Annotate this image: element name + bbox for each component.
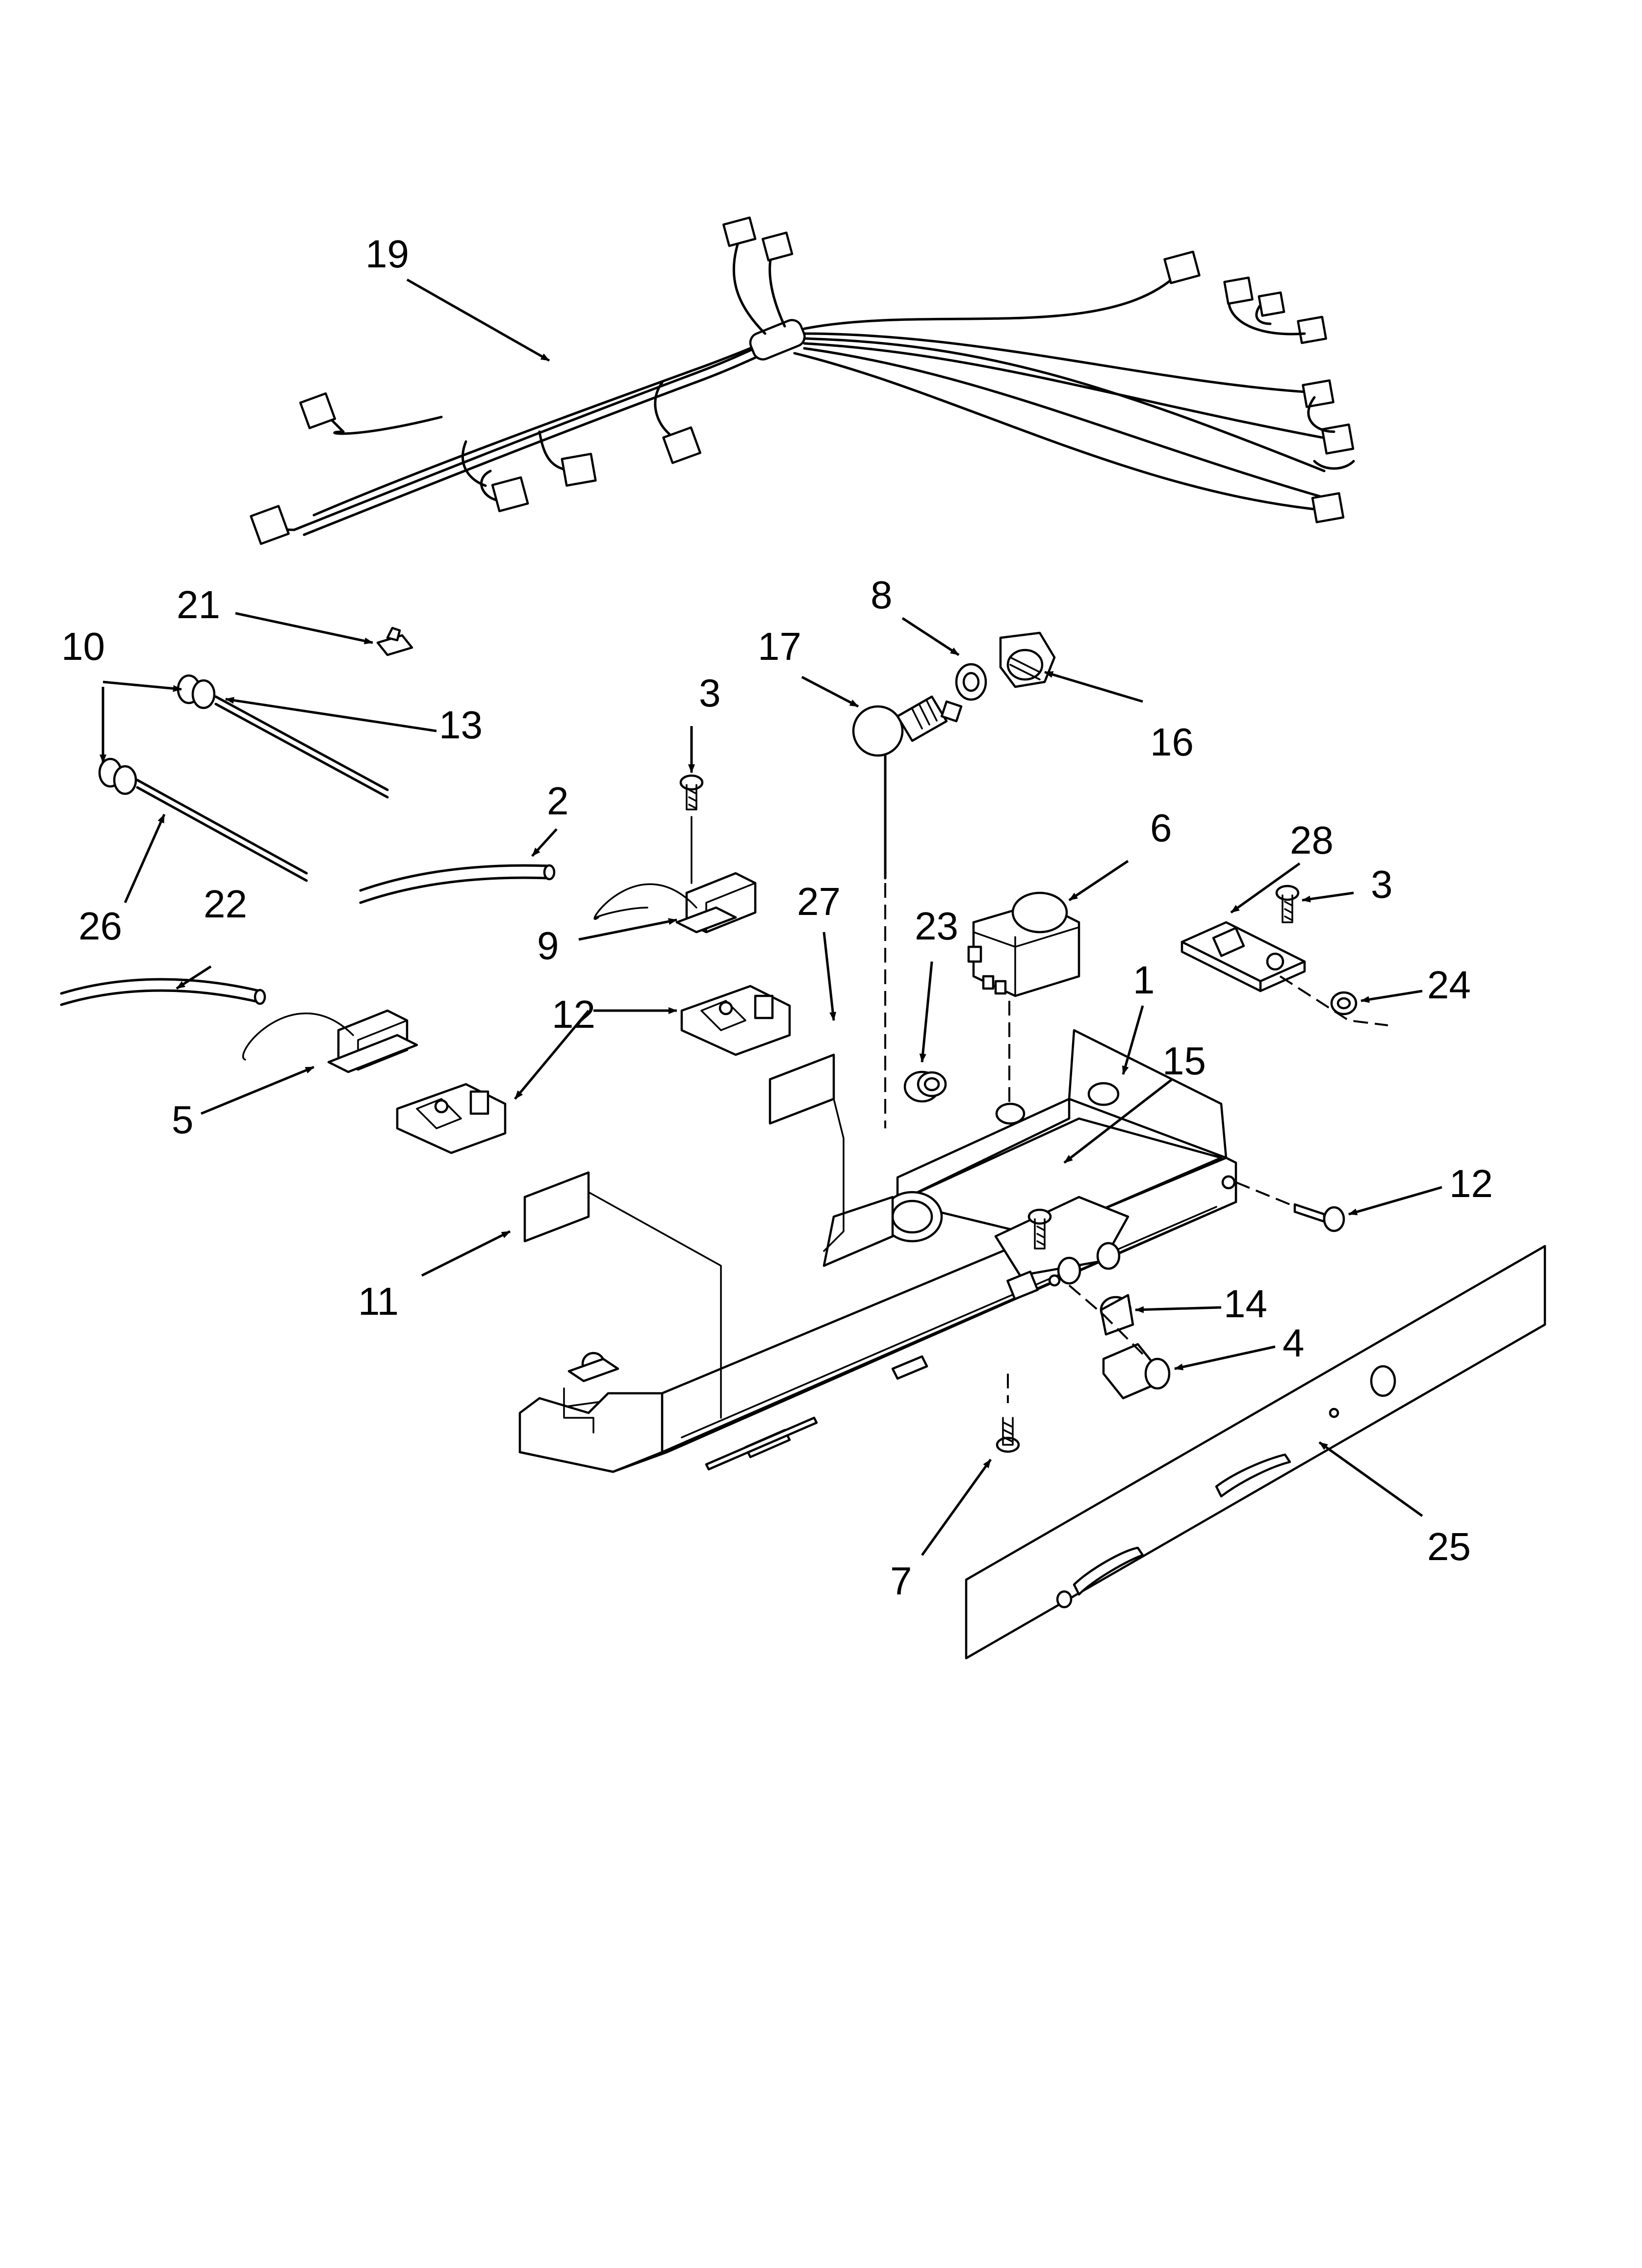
callout-11: 10: [61, 625, 105, 668]
callout-labels: 19 21 10 13 26 2 22 3 9 5 12 11 27 17 8 …: [61, 232, 1493, 1603]
switch-5-drawing: [242, 1009, 418, 1073]
callout-13: 12: [1449, 1162, 1493, 1205]
screw-7-drawing: [996, 1374, 1020, 1453]
callout-24: 24: [1427, 963, 1471, 1007]
control-housing-drawing: [518, 1029, 1237, 1473]
trim-panel-drawing: [965, 1245, 1546, 1660]
callout-1: 1: [1133, 958, 1155, 1002]
switch-9-drawing: [593, 774, 757, 934]
callout-3-switch: 3: [699, 671, 721, 715]
callout-6: 6: [1150, 806, 1172, 850]
switch-brackets-drawing: [396, 985, 791, 1154]
thermostat-knob-drawing: [1068, 1284, 1171, 1400]
callout-10: 11: [358, 1279, 399, 1323]
callout-19: 17: [758, 625, 801, 668]
grommets-rods-drawing: [98, 674, 389, 882]
callout-14: 13: [439, 703, 483, 747]
callout-3-board: 3: [1371, 862, 1393, 906]
callout-4: 4: [1283, 1321, 1305, 1365]
callout-15: 14: [1224, 1282, 1267, 1326]
defrost-timer-drawing: [967, 891, 1080, 1128]
callout-28: 28: [1290, 818, 1334, 862]
light-assembly-drawing: [852, 631, 1056, 1128]
callout-25: 25: [1427, 1525, 1471, 1568]
callout-2: 2: [547, 779, 569, 823]
callout-12: 12: [552, 992, 595, 1036]
callout-20: 19: [365, 232, 409, 276]
control-board-drawing: [1180, 885, 1388, 1026]
callout-9: 9: [537, 924, 559, 967]
callout-7: 7: [890, 1559, 912, 1603]
callout-16: 15: [1162, 1039, 1206, 1083]
clip-drawing: [376, 626, 413, 656]
callout-27: 27: [797, 880, 841, 923]
grommet-23-drawing: [903, 1070, 947, 1103]
leader-lines: [100, 278, 1442, 1556]
callout-22: 21: [177, 583, 220, 626]
callout-23: 23: [915, 904, 958, 948]
tubes-drawing: [60, 864, 556, 1006]
callout-21: 22: [204, 882, 247, 926]
callout-8: 8: [871, 573, 893, 617]
callout-26: 26: [78, 904, 122, 948]
callout-5: 5: [172, 1098, 194, 1142]
callout-17: 16: [1150, 720, 1194, 764]
labels-drawing: [523, 1053, 835, 1243]
screw-13-drawing: [1235, 1181, 1345, 1232]
wire-harness-drawing: [250, 216, 1355, 545]
